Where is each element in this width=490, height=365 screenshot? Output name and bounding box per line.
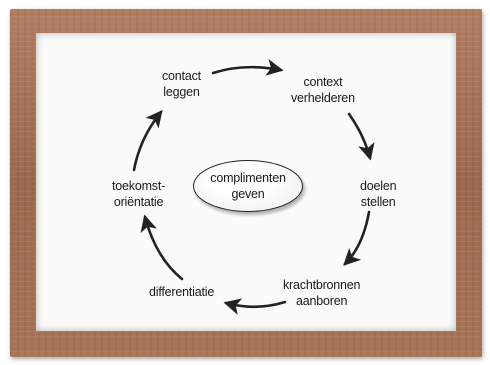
center-line: geven	[231, 187, 265, 201]
node-line: context	[303, 75, 343, 89]
node-line: differentiatie	[149, 285, 215, 299]
node-krachtbronnen-aanboren: krachtbronnen aanboren	[283, 277, 361, 309]
node-line: doelen	[360, 179, 397, 193]
node-line: oriëntatie	[113, 195, 164, 209]
node-line: toekomst-	[112, 179, 166, 193]
arrow-differentiatie-to-toekomst	[140, 214, 184, 281]
arrow-doelen-to-krachtbronnen	[343, 210, 371, 266]
node-differentiatie: differentiatie	[149, 284, 214, 300]
center-line: complimenten	[210, 171, 286, 185]
node-line: contact	[162, 69, 201, 83]
node-line: leggen	[163, 85, 200, 99]
node-context-verhelderen: context verhelderen	[291, 74, 355, 106]
node-line: verhelderen	[291, 91, 355, 105]
node-toekomstorientatie: toekomst- oriëntatie	[112, 178, 165, 210]
arrow-toekomst-to-contact	[132, 110, 163, 172]
node-line: krachtbronnen	[283, 278, 361, 292]
center-ellipse-complimenten-geven: complimenten geven	[193, 160, 303, 212]
arrow-krachtbronnen-to-differentiatie	[223, 298, 287, 315]
center-label: complimenten geven	[210, 170, 286, 202]
arrow-contact-to-context	[211, 59, 284, 76]
node-line: stellen	[360, 195, 396, 209]
node-line: aanboren	[296, 294, 348, 308]
node-contact-leggen: contact leggen	[162, 68, 201, 100]
node-doelen-stellen: doelen stellen	[360, 178, 397, 210]
arrow-context-to-doelen	[347, 112, 375, 161]
